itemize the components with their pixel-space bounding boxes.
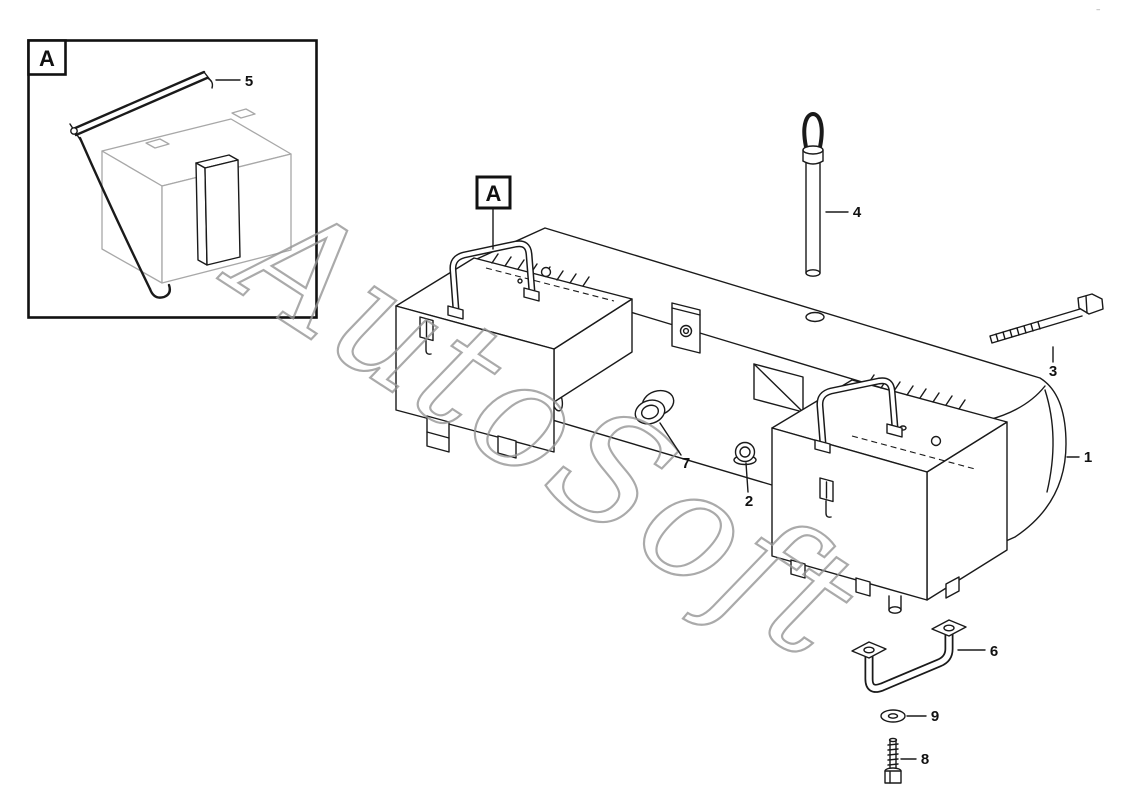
right-battery-box [771, 374, 1008, 614]
square-tube-stub [671, 302, 701, 354]
block-front [204, 159, 241, 266]
callout-number-2: 2 [745, 493, 753, 510]
bolt-head [1077, 293, 1104, 315]
main-label-a: A [486, 181, 502, 206]
bolt8-head [884, 770, 902, 784]
pin-hole [805, 311, 825, 323]
bolt8-threads [887, 743, 899, 766]
right-box-latch [819, 477, 834, 518]
label-box [475, 175, 512, 210]
callouts: 5 4 3 1 7 2 6 9 [215, 73, 1092, 768]
callout-part3: 3 [1049, 346, 1057, 380]
inset-label-a: A [39, 46, 55, 71]
callout-number-3: 3 [1049, 363, 1057, 380]
rectangular-cutout [753, 363, 804, 413]
callout-number-4: 4 [853, 204, 862, 221]
rod-hook [148, 283, 172, 299]
pin-eye [802, 112, 824, 149]
right-box-dashed-line [851, 435, 976, 470]
callout-part8: 8 [900, 751, 929, 768]
callout-number-9: 9 [931, 708, 939, 725]
callout-part4: 4 [825, 204, 862, 221]
callout-number-8: 8 [921, 751, 929, 768]
lifting-pin-part4 [802, 112, 824, 277]
body-end-curve [1044, 389, 1054, 493]
detail-label-a-inset: A [27, 39, 67, 76]
callout-part7: 7 [659, 422, 690, 472]
bushing-part7 [634, 389, 675, 425]
right-box-top-hole [930, 435, 942, 447]
left-box-top-hole-small [517, 278, 523, 284]
left-box-front-face [395, 305, 555, 453]
inset-detail-box: A [27, 39, 318, 319]
right-box-handle [814, 377, 903, 454]
callout-number-5: 5 [245, 73, 253, 90]
right-box-feet [790, 559, 960, 599]
bolt-threads [995, 321, 1041, 342]
callout-part5: 5 [215, 73, 253, 90]
left-box-top-hole [540, 266, 552, 278]
left-box-dashed-line [485, 267, 615, 302]
pin-shaft [805, 162, 821, 274]
callout-number-1: 1 [1084, 449, 1092, 466]
callout-number-7: 7 [682, 455, 690, 472]
callout-part1: 1 [1066, 449, 1092, 466]
hex-bolt-part3 [989, 293, 1104, 344]
left-box-handle [447, 240, 540, 320]
battery-terminal [145, 138, 170, 149]
left-battery-box [395, 240, 633, 459]
battery-terminal [231, 108, 256, 119]
callout-part2: 2 [745, 462, 753, 510]
washer-part9 [880, 709, 906, 723]
corner-mark: – [1096, 5, 1101, 15]
detail-label-a-main: A [475, 175, 512, 250]
bolt-part8 [884, 737, 902, 784]
right-box-mounting-stud [888, 595, 902, 614]
label-box [27, 39, 67, 76]
main-assembly [395, 227, 1067, 614]
right-box-front-face [771, 427, 928, 601]
callout-number-6: 6 [990, 643, 998, 660]
bolt-shaft [989, 308, 1083, 344]
mounting-bracket-part6 [851, 619, 967, 693]
nut-part2 [733, 441, 757, 466]
left-box-latch [419, 316, 434, 355]
callout-part9: 9 [906, 708, 939, 725]
holddown-rod-part5 [69, 70, 214, 299]
battery-spacer-block [195, 154, 241, 266]
left-box-feet [426, 415, 517, 459]
callout-part6: 6 [957, 643, 998, 660]
